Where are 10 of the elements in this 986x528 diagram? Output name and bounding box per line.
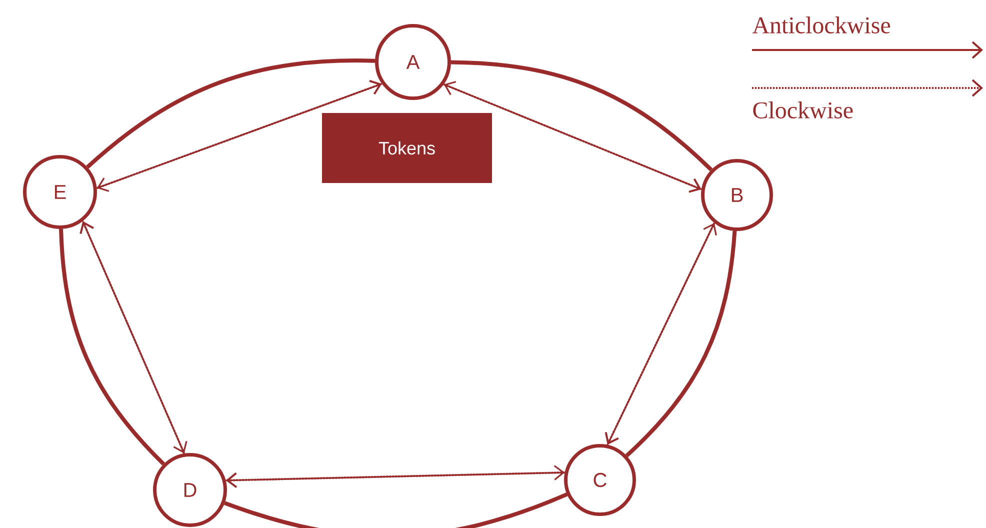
legend-label: Anticlockwise: [752, 16, 890, 34]
token-box: Tokens: [322, 113, 492, 183]
arrow: [226, 472, 565, 488]
legend-label: Clockwise: [753, 102, 853, 118]
arrow: [226, 465, 565, 482]
ring-line: [224, 492, 568, 528]
ring-line: [59, 228, 166, 466]
ring-line: [86, 58, 376, 169]
ring-line: [450, 60, 713, 172]
ring-line: [625, 230, 737, 458]
